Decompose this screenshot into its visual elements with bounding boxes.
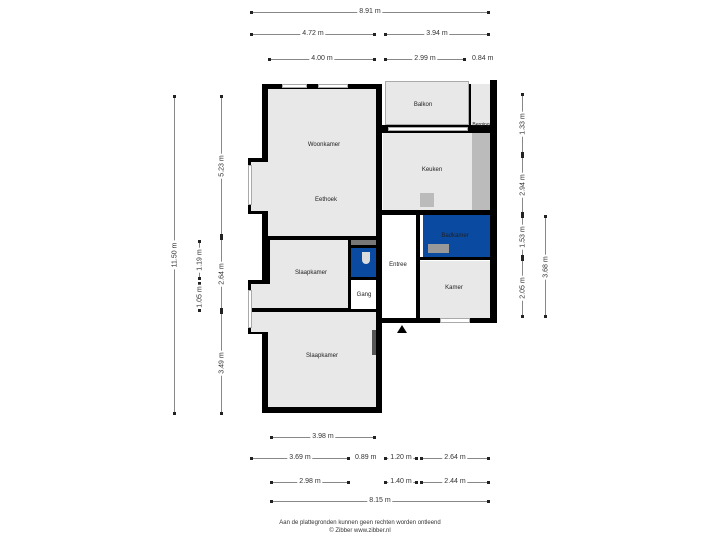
dimension-label: 2.44 m (442, 478, 468, 485)
dimension-total-height: 11.50 m (171, 95, 178, 415)
dimension-label: 0.89 m (355, 454, 377, 461)
wall-entree-right (416, 215, 420, 318)
dimension-line: 3.49 m (218, 311, 225, 415)
bay-living (251, 162, 271, 211)
dimension-line: 2.98 m (270, 478, 350, 485)
room-gang (351, 280, 376, 309)
dimension-label: 1.05 m (196, 284, 203, 310)
room-slaapkamer-1 (270, 240, 348, 308)
dimension-label: 11.50 m (171, 240, 178, 270)
dimension-label: 2.64 m (442, 454, 468, 461)
dimension-label: 2.98 m (297, 478, 323, 485)
dimension-line: 5.23 m (218, 95, 225, 237)
window (440, 318, 470, 323)
toilet-icon (362, 252, 370, 264)
dimension-label: 1.19 m (196, 247, 203, 273)
copyright-text: © Zibber www.zibber.nl (329, 528, 391, 534)
room-label-kamer: Kamer (445, 285, 463, 291)
room-label-gang: Gang (356, 292, 372, 298)
dimension-label: 4.72 m (300, 30, 326, 37)
dimension-total-width-bottom: 8.15 m (270, 497, 490, 504)
dimension-label: 0.84 m (472, 55, 494, 62)
room-berging (470, 84, 490, 126)
room-label-keuken: Keuken (421, 167, 443, 173)
dimension-line: 3.69 m (250, 454, 350, 461)
dimension-label: 2.99 m (412, 55, 438, 62)
room-label-woonkamer: Woonkamer (307, 142, 341, 148)
disclaimer-text: Aan de plattegronden kunnen geen rechten… (279, 520, 441, 526)
room-kamer (420, 261, 490, 318)
sink-icon (428, 244, 449, 253)
room-label-badkamer: Badkamer (441, 233, 469, 239)
dimension-line: 3.94 m (384, 30, 490, 37)
dimension-label: 2.64 m (218, 261, 225, 287)
window (248, 290, 252, 328)
dimension-label: 1.53 m (519, 223, 526, 250)
dimension-label: 2.05 m (519, 275, 526, 301)
wall-bottom-right (378, 318, 497, 323)
room-label-slaapkamer: Slaapkamer (294, 270, 328, 276)
dimension-line: 2.64 m (218, 237, 225, 311)
wardrobe (372, 330, 376, 355)
dimension-line: 1.33 m (519, 93, 526, 155)
wall-bath-bottom (416, 257, 490, 260)
room-woonkamer (268, 89, 376, 236)
dimension-label: 8.91 m (357, 8, 383, 15)
room-label-entree: Entree (389, 262, 407, 268)
dimension-line: 1.19 m (196, 240, 203, 280)
dimension-line: 2.94 m (519, 155, 526, 215)
wall-berging (469, 84, 471, 126)
dimension-line: 1.20 m (384, 454, 418, 461)
dimension-line: 2.99 m (384, 55, 466, 62)
room-entree (383, 215, 416, 318)
room-label-balkon: Balkon (413, 102, 433, 108)
dimension-label: 1.33 m (519, 111, 526, 137)
bay-bedroom-1 (251, 284, 273, 308)
balcony-door (388, 127, 468, 131)
room-label-slaapkamer: Slaapkamer (305, 353, 339, 359)
dimension-label: 3.49 m (218, 350, 225, 376)
dimension-line: 3.98 m (270, 433, 376, 440)
dimension-label: 8.15 m (367, 497, 393, 504)
toilet-shelf (351, 240, 376, 245)
dimension-label: 1.40 m (388, 478, 414, 485)
dimension-label: 3.94 m (424, 30, 450, 37)
dimension-line: 1.05 m (196, 282, 203, 312)
wall-right (490, 80, 497, 323)
kitchen-fan-icon (420, 193, 434, 207)
wall-kitchen-bottom (376, 210, 490, 215)
dimension-line: 2.05 m (519, 258, 526, 318)
dimension-label: 4.00 m (309, 55, 335, 62)
entrance-arrow-icon (397, 325, 407, 333)
dimension-label: 5.23 m (218, 153, 225, 179)
dimension-line: 4.72 m (250, 30, 376, 37)
dimension-total-width: 8.91 m (250, 8, 490, 15)
window (318, 84, 348, 88)
room-label-berging: Berging (472, 122, 490, 128)
dimension-line: 2.44 m (420, 478, 490, 485)
kitchen-counter (472, 133, 490, 210)
window (282, 84, 307, 88)
room-label-eethoek: Eethoek (314, 197, 338, 203)
dimension-label: 1.20 m (388, 454, 414, 461)
dimension-line: 2.64 m (420, 454, 490, 461)
dimension-line: 3.68 m (542, 215, 549, 318)
window (248, 165, 252, 205)
dimension-label: 3.68 m (542, 253, 549, 280)
dimension-line: 1.40 m (384, 478, 418, 485)
dimension-line: 4.00 m (268, 55, 376, 62)
dimension-label: 3.69 m (287, 454, 313, 461)
dimension-label: 2.94 m (519, 172, 526, 198)
room-slaapkamer-2 (268, 312, 376, 407)
room-balkon (385, 81, 469, 125)
dimension-label: 3.98 m (310, 433, 336, 440)
dimension-line: 1.53 m (519, 215, 526, 258)
